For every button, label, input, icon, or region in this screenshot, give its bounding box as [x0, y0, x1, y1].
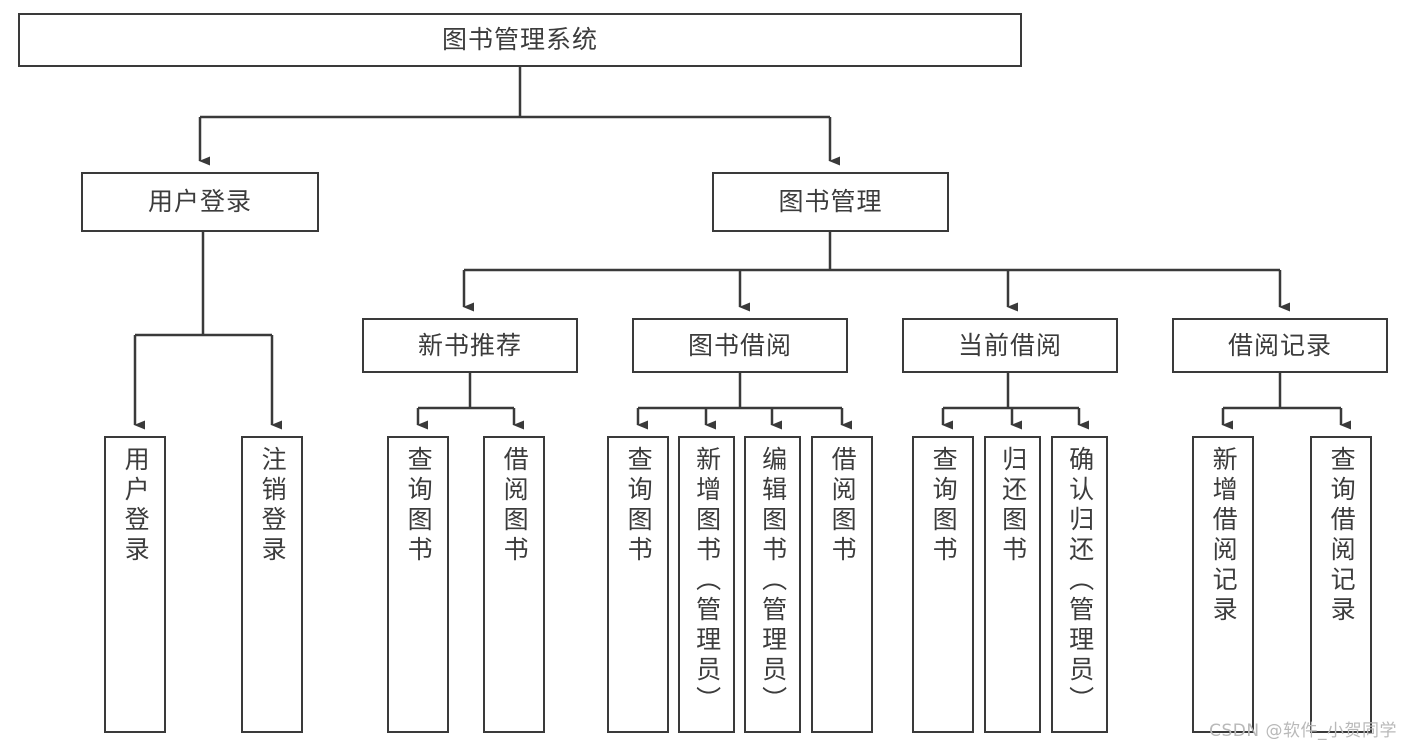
node-leaf-query-book-3-label: 查询图书 [929, 446, 959, 566]
node-leaf-query-book-1[interactable]: 查询图书 [387, 436, 449, 733]
node-leaf-logout-login[interactable]: 注销登录 [241, 436, 303, 733]
node-leaf-edit-book-admin[interactable]: 编辑图书（管理员） [744, 436, 801, 733]
node-leaf-borrow-book-2[interactable]: 借阅图书 [811, 436, 873, 733]
node-leaf-logout-login-label: 注销登录 [258, 446, 288, 566]
node-leaf-return-book[interactable]: 归还图书 [984, 436, 1041, 733]
node-leaf-confirm-return-admin[interactable]: 确认归还（管理员） [1051, 436, 1108, 733]
node-leaf-borrow-book-1[interactable]: 借阅图书 [483, 436, 545, 733]
node-leaf-edit-book-admin-label: 编辑图书（管理员） [758, 446, 788, 716]
node-new-book-recommend[interactable]: 新书推荐 [362, 318, 578, 373]
node-leaf-query-book-2[interactable]: 查询图书 [607, 436, 669, 733]
node-user-login[interactable]: 用户登录 [81, 172, 319, 232]
node-root-label: 图书管理系统 [441, 25, 598, 55]
node-borrow-record-label: 借阅记录 [1227, 330, 1332, 360]
node-leaf-return-book-label: 归还图书 [998, 446, 1028, 566]
node-current-borrow-label: 当前借阅 [957, 330, 1062, 360]
node-leaf-add-book-admin-label: 新增图书（管理员） [692, 446, 722, 716]
node-leaf-borrow-book-1-label: 借阅图书 [500, 446, 530, 566]
node-leaf-query-borrow-record-label: 查询借阅记录 [1327, 446, 1357, 626]
node-user-login-label: 用户登录 [147, 187, 252, 217]
node-leaf-user-login-label: 用户登录 [121, 446, 151, 566]
node-leaf-query-book-2-label: 查询图书 [624, 446, 654, 566]
node-leaf-user-login[interactable]: 用户登录 [104, 436, 166, 733]
node-current-borrow[interactable]: 当前借阅 [902, 318, 1118, 373]
node-leaf-query-book-3[interactable]: 查询图书 [912, 436, 974, 733]
node-leaf-add-book-admin[interactable]: 新增图书（管理员） [678, 436, 735, 733]
node-book-borrow-label: 图书借阅 [687, 330, 792, 360]
node-book-manage-label: 图书管理 [778, 187, 883, 217]
node-leaf-query-book-1-label: 查询图书 [404, 446, 434, 566]
node-book-manage[interactable]: 图书管理 [712, 172, 949, 232]
node-new-book-recommend-label: 新书推荐 [417, 330, 522, 360]
node-leaf-add-borrow-record-label: 新增借阅记录 [1209, 446, 1239, 626]
node-leaf-confirm-return-admin-label: 确认归还（管理员） [1065, 446, 1095, 716]
node-leaf-borrow-book-2-label: 借阅图书 [828, 446, 858, 566]
csdn-watermark: CSDN @软件_小贺同学 [1209, 721, 1397, 741]
node-borrow-record[interactable]: 借阅记录 [1172, 318, 1388, 373]
node-leaf-add-borrow-record[interactable]: 新增借阅记录 [1192, 436, 1254, 733]
node-book-borrow[interactable]: 图书借阅 [632, 318, 848, 373]
node-root[interactable]: 图书管理系统 [18, 13, 1022, 67]
node-leaf-query-borrow-record[interactable]: 查询借阅记录 [1310, 436, 1372, 733]
